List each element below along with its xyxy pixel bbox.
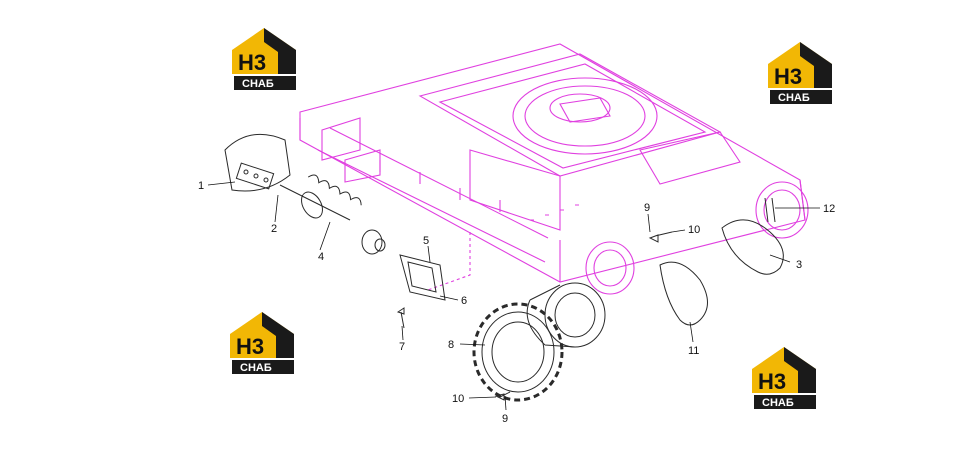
logo-caption: СНАБ [242,78,274,90]
bolt-7 [396,307,405,329]
sprocket-hub [526,282,606,348]
cover-3 [721,219,784,275]
logo-bottom-left: H3 СНАБ [230,312,294,374]
bracket [399,254,446,301]
track-frame [299,43,809,295]
callout-6: 6 [461,295,467,307]
callout-10-upper: 10 [688,224,700,236]
recoil-spring [279,174,386,255]
logo-caption: СНАБ [240,362,272,374]
idler-plate [224,133,291,192]
callout-9-lower: 9 [502,413,508,425]
logo-top-left: H3 СНАБ [232,28,296,90]
logo-mark: H3 [758,369,786,394]
logo-mark: H3 [238,50,266,75]
callout-10-lower: 10 [452,393,464,405]
callout-1: 1 [198,180,204,192]
callout-5: 5 [423,235,429,247]
pin-12 [764,197,776,223]
callout-labels: 1 2 3 4 5 6 7 8 9 9 10 10 11 12 [198,180,835,425]
callout-2: 2 [271,223,277,235]
callout-12: 12 [823,203,835,215]
callout-3: 3 [796,259,802,271]
logo-top-right: H3 СНАБ [768,42,832,104]
callout-4: 4 [318,251,324,263]
callout-8: 8 [448,339,454,351]
logo-mark: H3 [236,334,264,359]
callout-9-upper: 9 [644,202,650,214]
bolt-10-upper [648,231,673,243]
leader-lines [207,181,820,411]
callout-7: 7 [399,341,405,353]
cover-11 [659,261,708,326]
parts [224,133,784,402]
bolt-10-lower [494,391,511,401]
logo-caption: СНАБ [778,92,810,104]
callout-11: 11 [688,345,699,357]
logo-caption: СНАБ [762,397,794,409]
logo-bottom-right: H3 СНАБ [752,347,816,409]
logo-mark: H3 [774,64,802,89]
sprocket [472,302,564,402]
